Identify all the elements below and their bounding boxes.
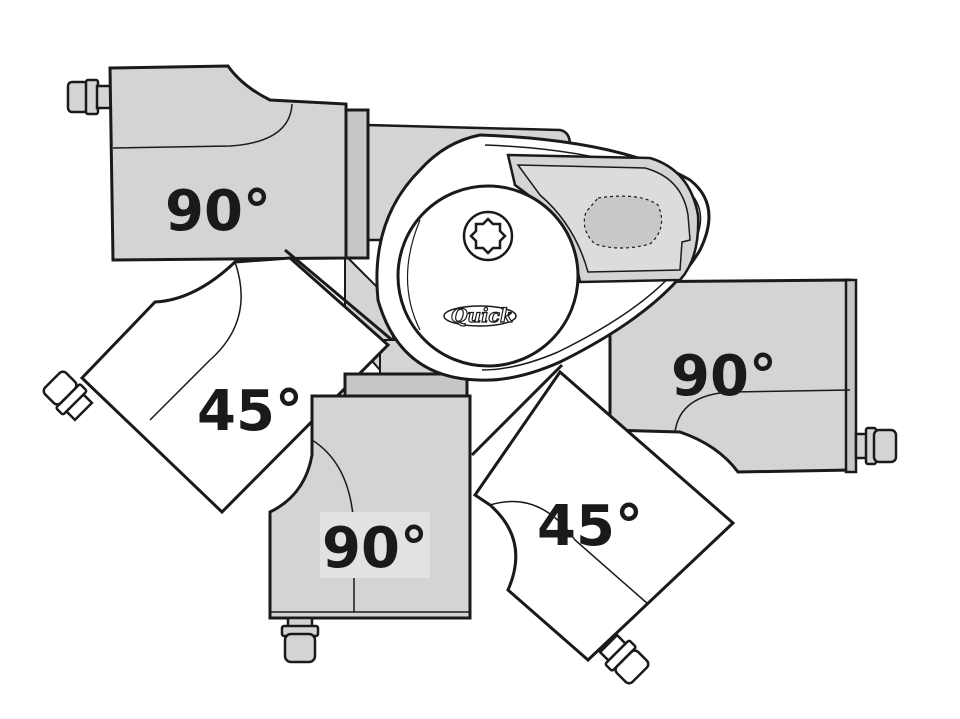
angle-label-bottom: 90°: [322, 516, 428, 581]
motor-left-45: 45°: [42, 248, 393, 515]
quick-logo-text: Quick: [451, 305, 513, 327]
angle-label-bottom-right: 45°: [537, 494, 643, 559]
label-area: [583, 195, 663, 249]
motor-right-90: 90°: [608, 278, 898, 474]
angle-label-left: 45°: [197, 379, 303, 444]
motor-bottom-right-45: 45°: [470, 363, 736, 685]
gypsy-drum: [396, 184, 580, 368]
angle-label-box: [320, 512, 430, 578]
connector-bottom-right: [598, 633, 650, 685]
quick-logo: Quick: [443, 304, 517, 328]
windlass-head: Quick: [375, 133, 711, 382]
star-socket-icon: [462, 210, 514, 262]
motor-bottom-90: 90°: [268, 372, 472, 664]
angle-label-top-left: 90°: [165, 179, 271, 244]
motor-top-left-90: 90°: [66, 64, 370, 262]
connector-left: [42, 370, 94, 422]
angle-label-right: 90°: [671, 344, 777, 409]
